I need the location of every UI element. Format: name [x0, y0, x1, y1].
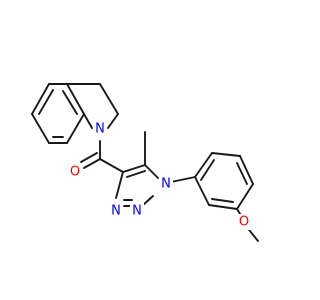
atom-labels: N O N N N O	[68, 121, 251, 230]
bond-aryl-1	[194, 152, 213, 178]
bond-c5-n1	[144, 164, 159, 179]
bond-carbonyl-o-double	[80, 152, 98, 163]
bond-aryl-4	[236, 183, 254, 210]
bond-benzo-1-double	[38, 89, 54, 115]
bond-aryl-5	[208, 204, 238, 210]
bond-benzo-6	[31, 113, 50, 144]
triazole-n2-label: N	[132, 204, 142, 219]
bond-n1-c8a	[83, 113, 93, 129]
bond-carbonyl-o	[83, 158, 101, 169]
bond-c4-c5-double	[126, 170, 146, 178]
bond-n3-c4	[115, 171, 124, 199]
bond-benzo-3-double	[62, 90, 78, 115]
bonds	[31, 83, 259, 242]
carbonyl-oxygen-label: O	[70, 165, 80, 180]
bond-c2-n1	[107, 113, 119, 129]
bond-benzo-4	[66, 113, 85, 144]
bond-aryl-6	[194, 176, 210, 206]
bond-n1-aryl	[170, 176, 196, 183]
bond-aryl-5-double	[211, 198, 234, 203]
triazole-n3-label: N	[111, 204, 121, 219]
quinoline-nitrogen-label: N	[95, 122, 105, 137]
bond-aryl-3-double	[236, 162, 248, 185]
bond-aryl-2	[211, 152, 241, 157]
bond-c3-c2	[99, 83, 119, 115]
bond-carbonyl-c4triazole	[99, 158, 124, 173]
bond-benzo-3	[66, 83, 85, 115]
structure-diagram: N O N N N O	[31, 83, 259, 242]
triazole-n1-label: N	[161, 177, 171, 192]
methoxy-oxygen-label: O	[239, 215, 249, 230]
bond-c4-c5	[122, 164, 146, 173]
bond-aryl-1-double	[200, 159, 215, 181]
bond-benzo-1	[31, 83, 50, 115]
bond-aryl-3	[239, 155, 254, 185]
